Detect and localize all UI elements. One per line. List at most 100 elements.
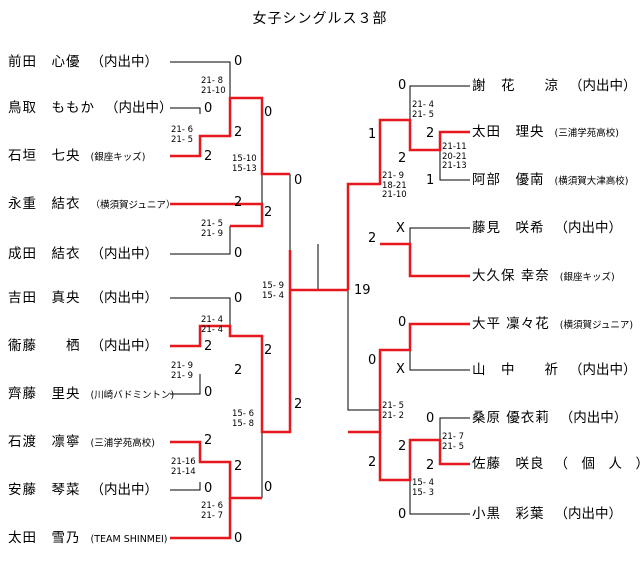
player-club: （内出中） bbox=[90, 290, 159, 306]
game-score: 21- 4 21- 5 bbox=[412, 100, 434, 120]
player-name: 成田 結衣 bbox=[8, 246, 81, 262]
line-r2 bbox=[439, 150, 470, 181]
player-name: 衞藤 栖 bbox=[8, 338, 81, 354]
player-club: （内出中） bbox=[105, 100, 173, 116]
player-name: 太田 雪乃 bbox=[8, 530, 81, 546]
round-score: 0 bbox=[294, 173, 303, 188]
player-name: 大久保 幸奈 bbox=[472, 268, 550, 284]
player-club: （ 個 人 ） bbox=[554, 456, 640, 472]
round-score: 0 bbox=[204, 101, 213, 116]
bracket-lines-red bbox=[170, 96, 470, 540]
round-score: 2 bbox=[264, 205, 273, 220]
player-left-5: 成田 結衣 （内出中） bbox=[8, 246, 158, 262]
player-right-10: 小黒 彩葉（内出中） bbox=[472, 506, 622, 522]
line-l6 bbox=[170, 297, 231, 336]
round-score: 0 bbox=[204, 385, 213, 400]
round-score: 0 bbox=[398, 78, 407, 93]
player-club: (TEAM SHINMEI) bbox=[90, 534, 168, 545]
round-score: 2 bbox=[398, 439, 407, 454]
game-score: 15- 4 15- 3 bbox=[412, 478, 434, 498]
player-name: 謝 花 涼 bbox=[472, 78, 559, 94]
game-score: 15- 6 15- 8 bbox=[232, 409, 254, 429]
round-score: 2 bbox=[398, 151, 407, 166]
player-name: 鳥取 ももか bbox=[8, 100, 95, 116]
player-club: (横須賀大津高校) bbox=[554, 176, 629, 187]
round-score: 1 bbox=[426, 173, 435, 188]
line-r7 bbox=[409, 480, 470, 515]
line-r1 bbox=[409, 85, 470, 120]
win-path-l3 bbox=[170, 250, 292, 434]
player-left-2: 鳥取 ももか （内出中） bbox=[8, 100, 173, 116]
player-club: （内出中） bbox=[559, 410, 628, 426]
player-name: 太田 理央 bbox=[472, 124, 545, 140]
player-right-8: 桑原 優衣莉 （内出中） bbox=[472, 410, 627, 426]
line-l10 bbox=[170, 482, 201, 491]
game-score: 21- 7 21- 5 bbox=[442, 432, 464, 452]
player-right-6: 大平 凜々花 (横須賀ジュニア) bbox=[472, 316, 633, 334]
player-name: 安藤 琴菜 bbox=[8, 482, 81, 498]
player-club: （内出中） bbox=[90, 54, 159, 70]
player-name: 前田 心優 bbox=[8, 54, 81, 70]
player-name: 永重 結衣 bbox=[8, 196, 81, 212]
round-score: 0 bbox=[264, 480, 273, 495]
player-left-1: 前田 心優 （内出中） bbox=[8, 54, 158, 70]
player-left-10: 安藤 琴菜（内出中） bbox=[8, 482, 158, 498]
player-club: （内出中） bbox=[90, 246, 159, 262]
player-left-7: 衞藤 栖 （内出中） bbox=[8, 338, 158, 354]
win-path-r2 bbox=[380, 242, 470, 278]
line-l1 bbox=[170, 61, 231, 98]
round-score: 0 bbox=[234, 54, 243, 69]
round-score: 0 bbox=[234, 291, 243, 306]
player-club: （内出中） bbox=[569, 362, 637, 378]
round-score: X bbox=[396, 221, 405, 236]
win-path-r3 bbox=[348, 322, 470, 434]
bracket-lines-black bbox=[170, 61, 470, 515]
player-club: (三浦学苑高校) bbox=[90, 438, 155, 449]
line-l5 bbox=[170, 226, 231, 255]
player-left-6: 吉田 真央（内出中） bbox=[8, 290, 158, 306]
player-name: 齊藤 里央 bbox=[8, 386, 81, 402]
game-score: 21- 9 18-21 21-10 bbox=[382, 171, 407, 200]
line-r3 bbox=[409, 227, 470, 244]
round-score: 2 bbox=[234, 195, 243, 210]
round-score: 2 bbox=[368, 231, 377, 246]
round-score: 2 bbox=[234, 363, 243, 378]
player-club: (三浦学苑高校) bbox=[554, 128, 619, 139]
player-right-7: 山 中 祈（内出中） bbox=[472, 362, 637, 378]
player-club: （内出中） bbox=[554, 220, 623, 236]
round-score: 0 bbox=[426, 411, 435, 426]
round-score: 0 bbox=[234, 531, 243, 546]
round-score: 0 bbox=[204, 481, 213, 496]
round-score: 2 bbox=[234, 459, 243, 474]
player-club: (銀座キッズ) bbox=[559, 272, 615, 283]
player-name: 石渡 凛寧 bbox=[8, 434, 81, 450]
player-club: （内出中） bbox=[569, 78, 637, 94]
player-name: 石垣 七央 bbox=[8, 148, 81, 164]
round-score: 0 bbox=[368, 353, 377, 368]
win-path-l1 bbox=[170, 96, 290, 176]
win-path-r1 bbox=[346, 118, 470, 290]
player-club: （内出中） bbox=[90, 338, 159, 354]
round-score: 1 bbox=[368, 127, 377, 142]
round-score: 2 bbox=[294, 397, 303, 412]
game-score: 21-16 21-14 bbox=[171, 457, 196, 477]
game-score: 21- 5 21- 2 bbox=[382, 401, 404, 421]
player-name: 大平 凜々花 bbox=[472, 316, 550, 332]
game-score: 15-10 15-13 bbox=[232, 154, 257, 174]
round-score: X bbox=[396, 362, 405, 377]
round-score: 2 bbox=[426, 458, 435, 473]
line-r5 bbox=[409, 350, 470, 371]
game-score: 21- 6 21- 7 bbox=[201, 501, 223, 521]
player-right-3: 阿部 優南(横須賀大津高校) bbox=[472, 172, 628, 190]
player-right-9: 佐藤 咲良 （ 個 人 ） bbox=[472, 456, 640, 472]
round-score: 2 bbox=[204, 433, 213, 448]
game-score: 21- 4 21- 4 bbox=[201, 315, 223, 335]
line-l2 bbox=[170, 107, 201, 114]
player-name: 佐藤 咲良 bbox=[472, 456, 545, 472]
round-score: 0 bbox=[398, 507, 407, 522]
player-club: (横須賀ジュニア) bbox=[559, 320, 634, 331]
player-name: 桑原 優衣莉 bbox=[472, 410, 550, 426]
round-score: 2 bbox=[234, 125, 243, 140]
round-score: 2 bbox=[368, 455, 377, 470]
player-name: 小黒 彩葉 bbox=[472, 506, 545, 522]
